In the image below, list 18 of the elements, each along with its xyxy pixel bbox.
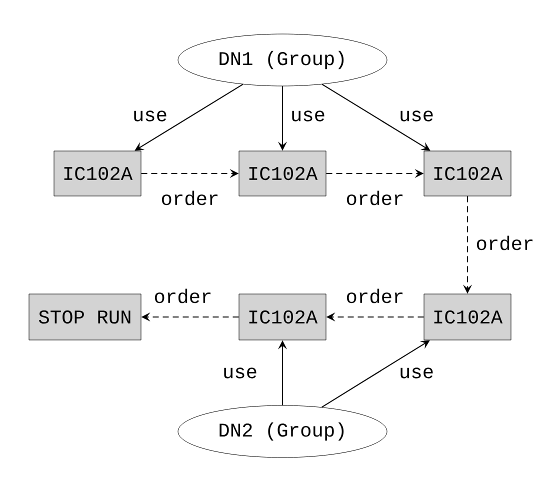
edge-label: use (289, 110, 327, 122)
ellipse-node: DN2 (Group) (178, 405, 388, 458)
edge-label: order (344, 190, 406, 206)
edge-label: use (398, 366, 436, 380)
edge-label: use (398, 110, 436, 122)
edge-label: use (131, 110, 169, 122)
process-box: IC102A (54, 150, 142, 196)
edge-label: order (344, 288, 406, 304)
process-box: IC102A (238, 150, 326, 196)
process-box: STOP RUN (28, 294, 142, 340)
process-box: IC102A (424, 294, 512, 340)
process-box: IC102A (238, 294, 326, 340)
edge-label: use (221, 366, 259, 380)
edge-label: order (152, 288, 214, 304)
edge-label: order (474, 234, 536, 252)
edge-label: order (160, 190, 220, 206)
process-box: IC102A (424, 150, 512, 196)
ellipse-node: DN1 (Group) (178, 34, 388, 86)
